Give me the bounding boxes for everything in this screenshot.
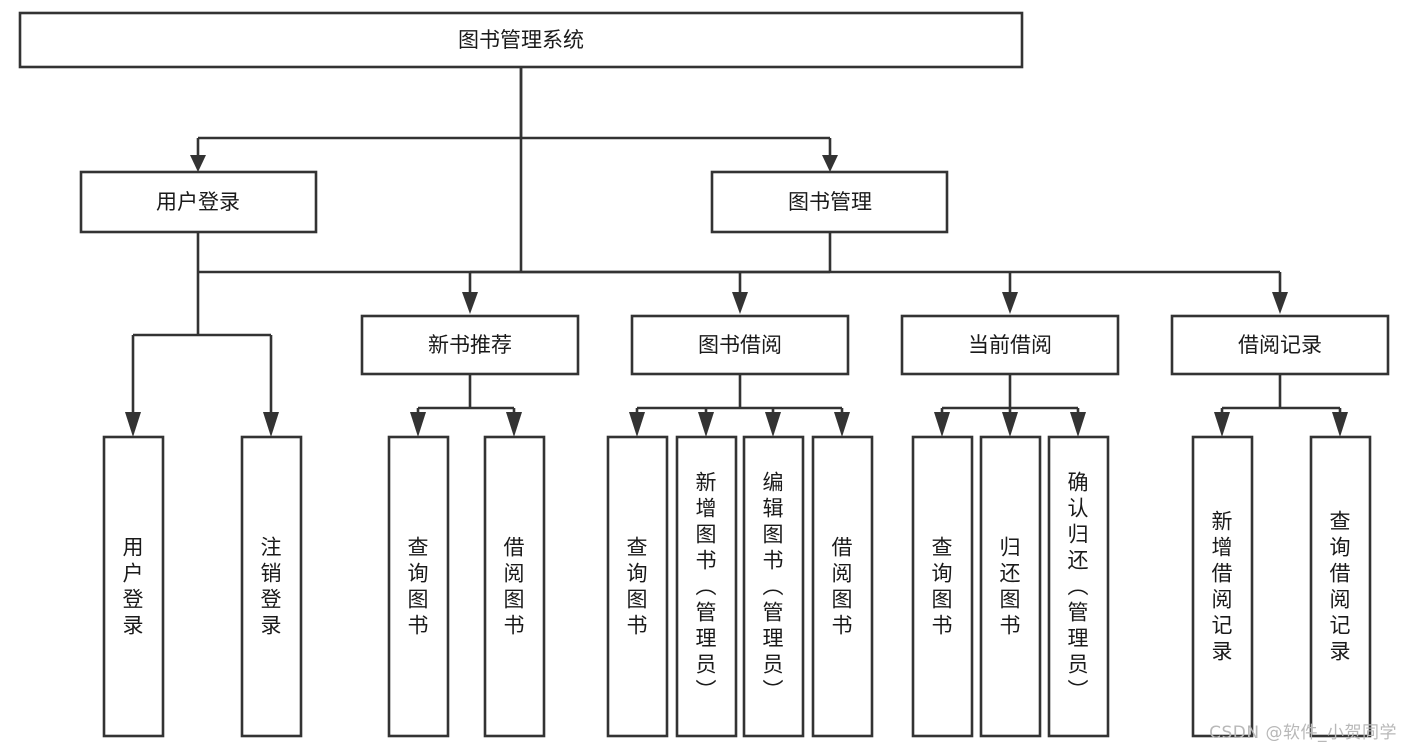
node-book-management-box xyxy=(710,170,949,234)
leaf-borrow-edit-book[interactable]: 编辑图书︵管理员︶ xyxy=(742,435,805,738)
arrow-head-book-borrow xyxy=(732,292,748,314)
leaf-logout-box xyxy=(240,435,303,738)
leaf-newbook-borrow-book-label: 借阅图书 xyxy=(504,535,525,637)
leaf-borrow-borrow-book-box xyxy=(811,435,874,738)
leaf-record-add[interactable]: 新增借阅记录 xyxy=(1191,435,1254,738)
node-user-login-box xyxy=(79,170,318,234)
node-book-management-label: 图书管理 xyxy=(788,190,872,214)
leaf-borrow-borrow-book-label: 借阅图书 xyxy=(832,535,853,637)
node-book-management[interactable]: 图书管理 xyxy=(710,170,949,234)
leaf-borrow-query-book-label: 查询图书 xyxy=(627,535,648,637)
leaf-user-login-label: 用户登录 xyxy=(123,535,144,637)
arrow-head-new-book xyxy=(462,292,478,314)
leaf-current-query-book-label: 查询图书 xyxy=(932,535,953,637)
arrow-head-borrow-leaf4 xyxy=(834,412,850,437)
node-new-book-recommend-box xyxy=(360,314,580,376)
leaf-borrow-query-book-box xyxy=(606,435,669,738)
node-current-borrow[interactable]: 当前借阅 xyxy=(900,314,1120,376)
leaf-current-query-book[interactable]: 查询图书 xyxy=(911,435,974,738)
node-root-system[interactable]: 图书管理系统 xyxy=(18,11,1024,69)
leaf-borrow-query-book[interactable]: 查询图书 xyxy=(606,435,669,738)
leaf-borrow-borrow-book[interactable]: 借阅图书 xyxy=(811,435,874,738)
leaf-current-return-book[interactable]: 归还图书 xyxy=(979,435,1042,738)
leaf-current-return-book-box xyxy=(979,435,1042,738)
leaf-record-query-box xyxy=(1309,435,1372,738)
arrow-head-newbook-leaf2 xyxy=(506,412,522,437)
node-book-borrow-label: 图书借阅 xyxy=(698,333,782,357)
arrow-head-borrow-record xyxy=(1272,292,1288,314)
leaf-current-confirm-return[interactable]: 确认归还︵管理员︶ xyxy=(1047,435,1110,738)
arrow-head-borrow-leaf3 xyxy=(765,412,781,437)
leaf-record-query[interactable]: 查询借阅记录 xyxy=(1309,435,1372,738)
node-user-login[interactable]: 用户登录 xyxy=(79,170,318,234)
node-current-borrow-box xyxy=(900,314,1120,376)
node-borrow-record[interactable]: 借阅记录 xyxy=(1170,314,1390,376)
arrow-head-current-leaf3 xyxy=(1070,412,1086,437)
leaf-newbook-borrow-book-box xyxy=(483,435,546,738)
leaf-borrow-edit-book-box xyxy=(742,435,805,738)
leaf-current-return-book-label: 归还图书 xyxy=(1000,535,1021,637)
arrow-head-leaf-user-login xyxy=(125,412,141,437)
node-new-book-recommend[interactable]: 新书推荐 xyxy=(360,314,580,376)
arrow-head-user-login xyxy=(190,155,206,172)
leaf-logout-label: 注销登录 xyxy=(261,535,282,637)
node-borrow-record-box xyxy=(1170,314,1390,376)
node-new-book-recommend-label: 新书推荐 xyxy=(428,333,512,357)
leaf-borrow-add-book-label: 新增图书︵管理员︶ xyxy=(696,470,717,702)
node-borrow-record-label: 借阅记录 xyxy=(1238,333,1322,357)
node-root-box xyxy=(18,11,1024,69)
node-user-login-label: 用户登录 xyxy=(156,190,240,214)
arrow-head-record-leaf1 xyxy=(1214,412,1230,437)
node-book-borrow[interactable]: 图书借阅 xyxy=(630,314,850,376)
leaf-current-confirm-return-box xyxy=(1047,435,1110,738)
arrow-head-newbook-leaf1 xyxy=(410,412,426,437)
arrow-head-book-mgmt xyxy=(822,155,838,172)
leaf-newbook-query-book[interactable]: 查询图书 xyxy=(387,435,450,738)
leaf-record-add-box xyxy=(1191,435,1254,738)
leaf-newbook-query-book-box xyxy=(387,435,450,738)
leaf-borrow-add-book[interactable]: 新增图书︵管理员︶ xyxy=(675,435,738,738)
node-book-borrow-box xyxy=(630,314,850,376)
leaf-current-confirm-return-label: 确认归还︵管理员︶ xyxy=(1068,470,1089,702)
leaf-record-query-label: 查询借阅记录 xyxy=(1330,509,1351,663)
arrow-head-current-leaf1 xyxy=(934,412,950,437)
leaf-record-add-label: 新增借阅记录 xyxy=(1212,509,1233,663)
arrow-head-current-leaf2 xyxy=(1002,412,1018,437)
connector-layer xyxy=(125,67,1348,437)
leaf-current-query-book-box xyxy=(911,435,974,738)
leaf-borrow-add-book-box xyxy=(675,435,738,738)
leaf-newbook-borrow-book[interactable]: 借阅图书 xyxy=(483,435,546,738)
arrow-head-borrow-leaf1 xyxy=(629,412,645,437)
leaf-user-login-box xyxy=(102,435,165,738)
arrow-head-leaf-logout xyxy=(263,412,279,437)
csdn-watermark: CSDN @软件_小贺同学 xyxy=(1209,723,1397,743)
leaf-logout[interactable]: 注销登录 xyxy=(240,435,303,738)
arrow-head-record-leaf2 xyxy=(1332,412,1348,437)
arrow-head-current-borrow xyxy=(1002,292,1018,314)
node-root-label: 图书管理系统 xyxy=(458,28,584,52)
arrow-head-borrow-leaf2 xyxy=(698,412,714,437)
leaf-newbook-query-book-label: 查询图书 xyxy=(408,535,429,637)
node-current-borrow-label: 当前借阅 xyxy=(968,333,1052,357)
leaf-user-login[interactable]: 用户登录 xyxy=(102,435,165,738)
leaf-borrow-edit-book-label: 编辑图书︵管理员︶ xyxy=(763,470,784,702)
